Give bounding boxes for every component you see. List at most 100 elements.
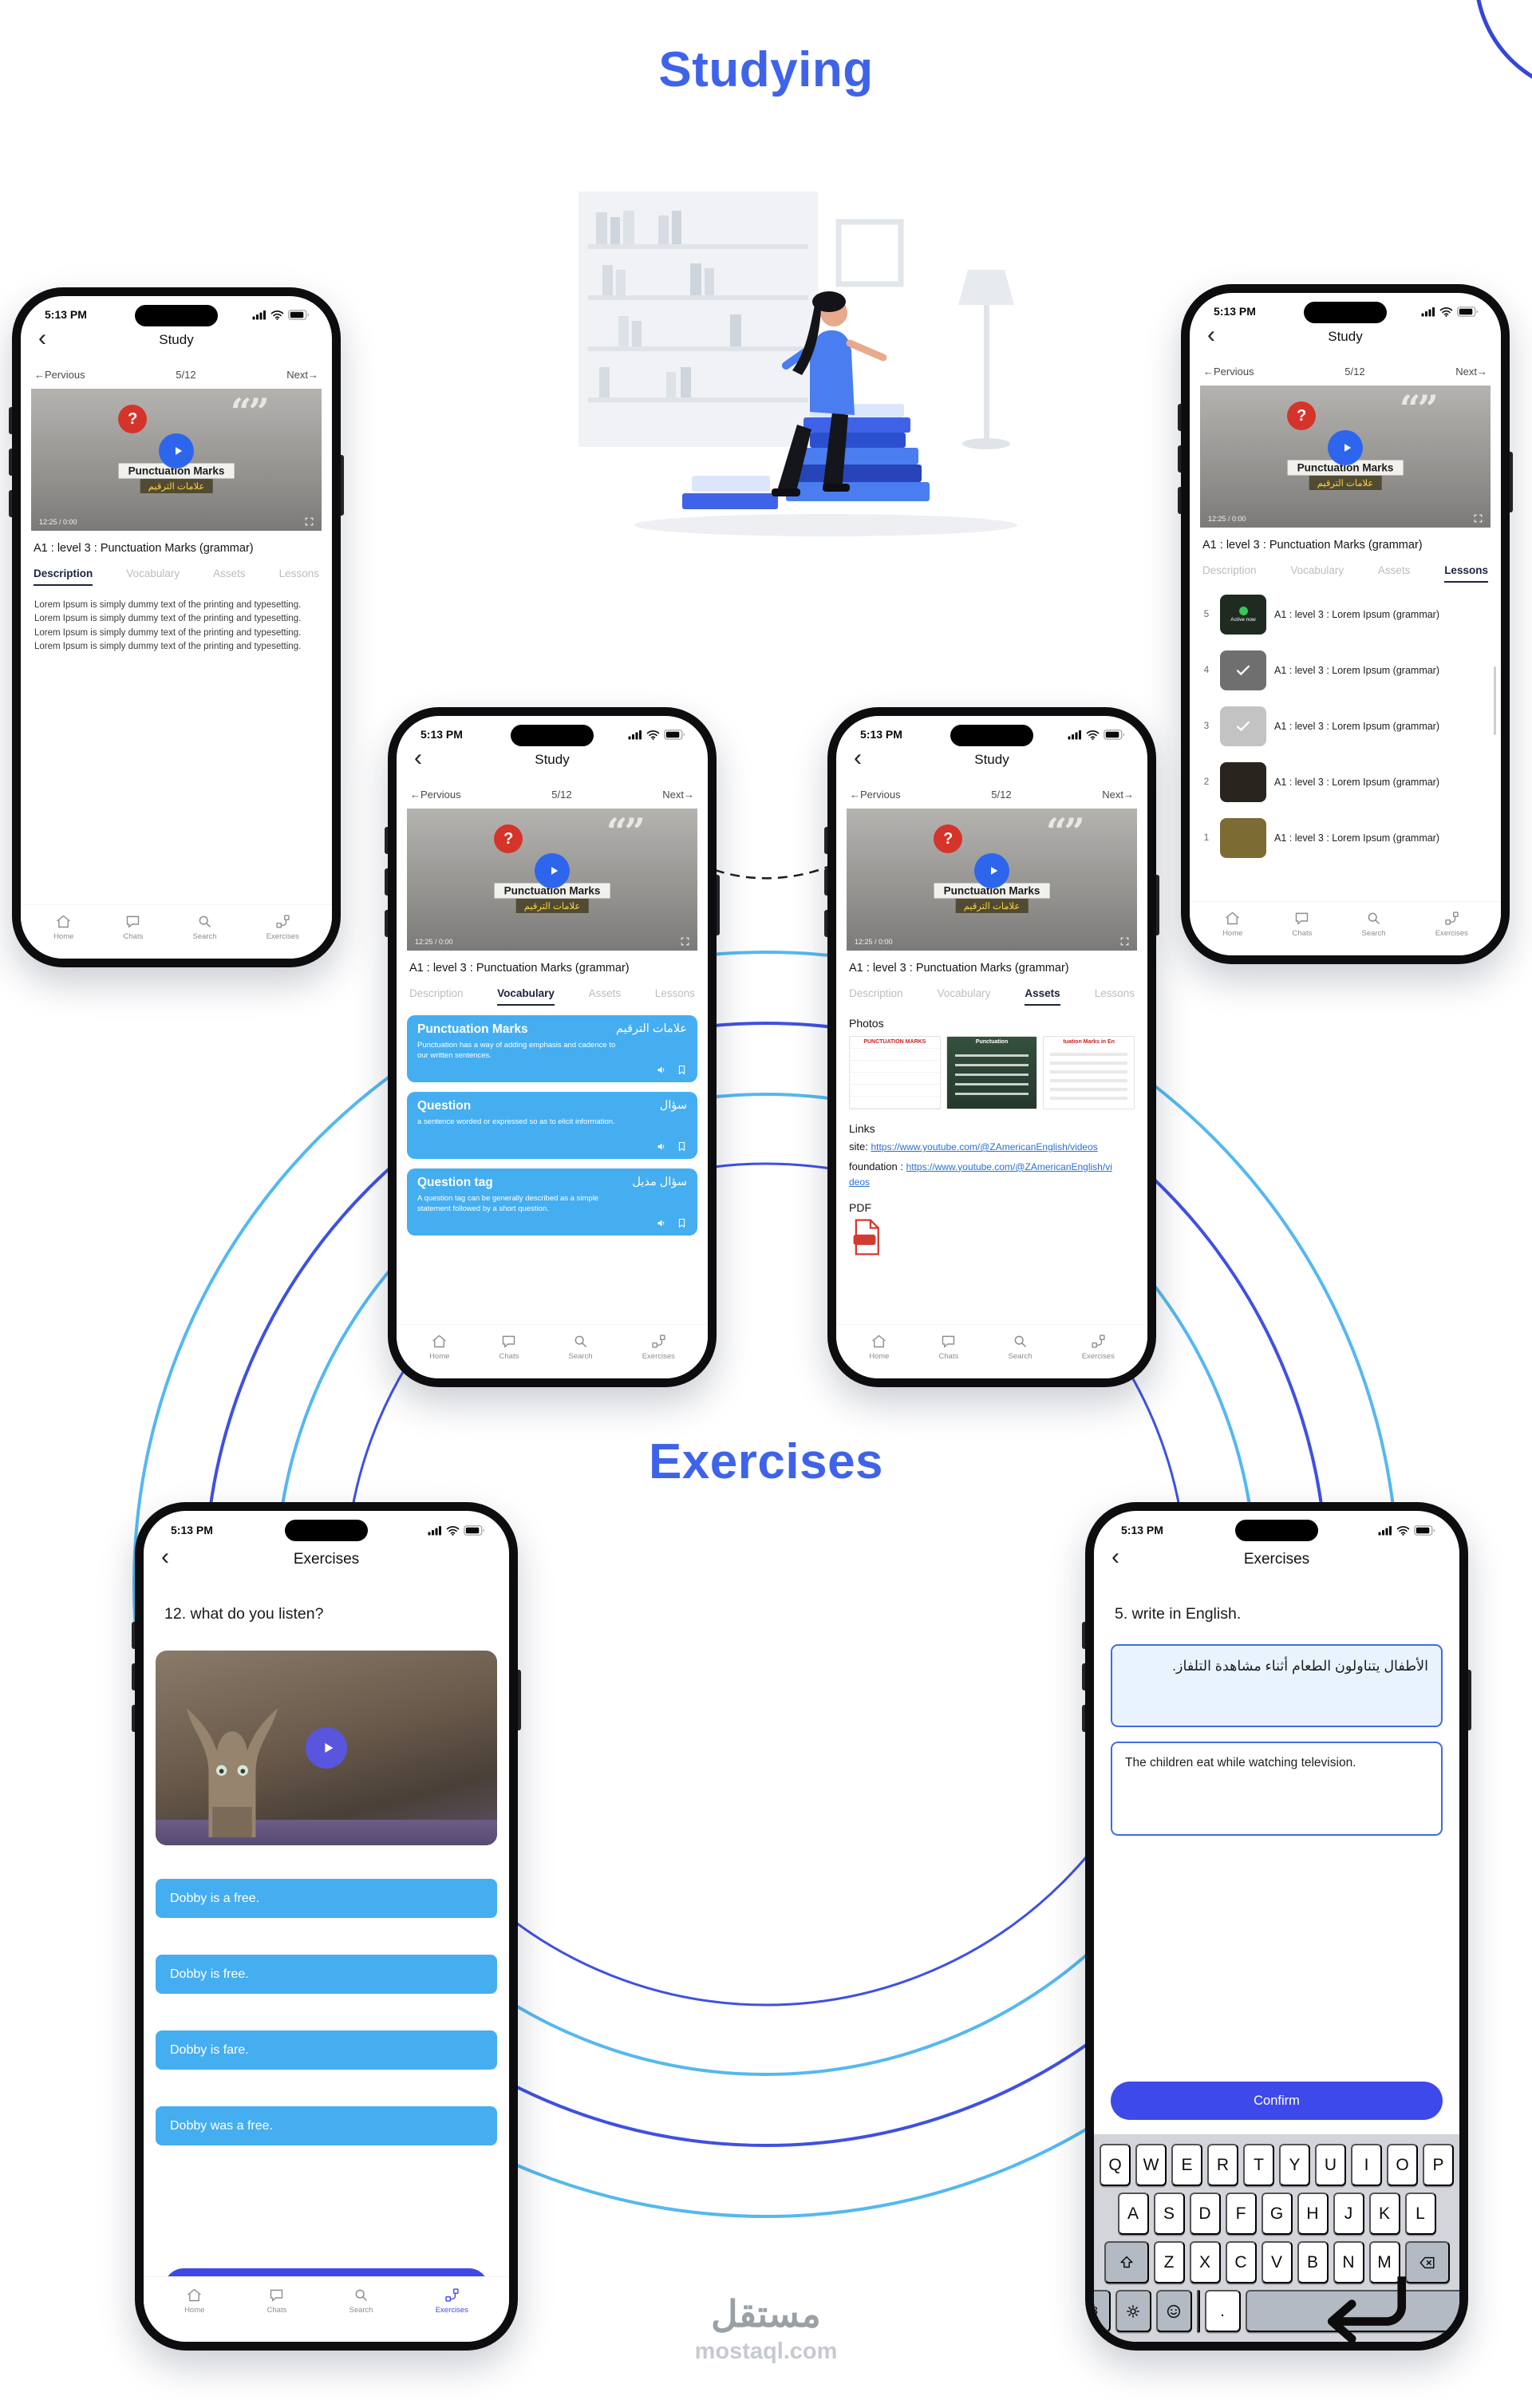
key[interactable]: T bbox=[1243, 2144, 1274, 2186]
lesson-item[interactable]: 1 A1 : level 3 : Lorem Ipsum (grammar) bbox=[1201, 813, 1490, 864]
photo-thumbnail[interactable]: tuation Marks in En bbox=[1043, 1036, 1135, 1109]
key[interactable]: S bbox=[1153, 2193, 1185, 2235]
nav-chats[interactable]: Chats bbox=[267, 2287, 286, 2315]
confirm-button[interactable]: Confirm bbox=[1111, 2082, 1443, 2120]
nav-exercises[interactable]: Exercises bbox=[1082, 1333, 1115, 1361]
tab-description[interactable]: Description bbox=[409, 987, 464, 999]
foundation-link[interactable]: https://www.youtube.com/@ZAmericanEnglis… bbox=[849, 1161, 1112, 1188]
back-icon[interactable]: ‹ bbox=[414, 745, 422, 771]
nav-search[interactable]: Search bbox=[192, 913, 217, 941]
answer-option[interactable]: Dobby was a free. bbox=[156, 2106, 497, 2145]
key[interactable]: J bbox=[1333, 2193, 1364, 2235]
key[interactable]: Q bbox=[1100, 2144, 1131, 2186]
vocab-card[interactable]: Question tag سؤال مذيل A question tag ca… bbox=[407, 1168, 697, 1236]
key[interactable]: M bbox=[1368, 2241, 1400, 2283]
bookmark-icon[interactable] bbox=[676, 1217, 688, 1229]
pdf-file-icon[interactable] bbox=[849, 1219, 884, 1255]
key[interactable]: C bbox=[1225, 2241, 1257, 2283]
next-button[interactable]: Next→ bbox=[662, 789, 694, 801]
nav-search[interactable]: Search bbox=[1008, 1333, 1033, 1361]
period-key[interactable]: . bbox=[1204, 2290, 1241, 2332]
tab-lessons[interactable]: Lessons bbox=[1094, 987, 1135, 999]
back-icon[interactable]: ‹ bbox=[161, 1544, 169, 1570]
play-button[interactable] bbox=[159, 433, 194, 469]
fullscreen-icon[interactable] bbox=[1473, 513, 1483, 524]
tab-vocabulary[interactable]: Vocabulary bbox=[1290, 564, 1344, 576]
tab-lessons[interactable]: Lessons bbox=[654, 987, 695, 999]
answer-option[interactable]: Dobby is free. bbox=[156, 1955, 497, 1994]
tab-assets[interactable]: Assets bbox=[1025, 987, 1060, 1006]
nav-home[interactable]: Home bbox=[869, 1333, 889, 1361]
key[interactable]: G bbox=[1261, 2193, 1293, 2235]
return-key[interactable] bbox=[1245, 2290, 1459, 2332]
key[interactable]: L bbox=[1404, 2193, 1436, 2235]
settings-key[interactable] bbox=[1115, 2290, 1151, 2332]
nav-home[interactable]: Home bbox=[184, 2287, 204, 2315]
video-player[interactable]: ? “” Punctuation Marks علامات الترقيم 12… bbox=[847, 809, 1137, 951]
nav-chats[interactable]: Chats bbox=[124, 913, 143, 941]
tab-description[interactable]: Description bbox=[1202, 564, 1257, 576]
answer-input[interactable]: The children eat while watching televisi… bbox=[1111, 1742, 1443, 1836]
space-key[interactable] bbox=[1196, 2290, 1200, 2332]
key[interactable]: B bbox=[1297, 2241, 1329, 2283]
key[interactable]: Z bbox=[1153, 2241, 1185, 2283]
site-link[interactable]: https://www.youtube.com/@ZAmericanEnglis… bbox=[871, 1141, 1098, 1153]
nav-chats[interactable]: Chats bbox=[939, 1333, 958, 1361]
key[interactable]: N bbox=[1333, 2241, 1364, 2283]
previous-button[interactable]: ←Pervious bbox=[1203, 366, 1254, 378]
nav-exercises[interactable]: Exercises bbox=[1435, 910, 1468, 938]
play-button[interactable] bbox=[1328, 430, 1363, 466]
key[interactable]: O bbox=[1387, 2144, 1418, 2186]
tab-description[interactable]: Description bbox=[849, 987, 903, 999]
back-icon[interactable]: ‹ bbox=[38, 325, 46, 351]
key[interactable]: I bbox=[1351, 2144, 1382, 2186]
nav-search[interactable]: Search bbox=[349, 2287, 373, 2315]
tab-description[interactable]: Description bbox=[34, 567, 93, 586]
play-button[interactable] bbox=[535, 853, 570, 889]
vocab-card[interactable]: Question سؤال a sentence worded or expre… bbox=[407, 1092, 697, 1159]
next-button[interactable]: Next→ bbox=[286, 369, 318, 381]
key[interactable]: R bbox=[1207, 2144, 1238, 2186]
back-icon[interactable]: ‹ bbox=[854, 745, 862, 771]
tab-vocabulary[interactable]: Vocabulary bbox=[126, 567, 180, 579]
speaker-icon[interactable] bbox=[656, 1217, 668, 1229]
lesson-item[interactable]: 3 A1 : level 3 : Lorem Ipsum (grammar) bbox=[1201, 701, 1490, 752]
vocab-card[interactable]: Punctuation Marks علامات الترقيم Punctua… bbox=[407, 1015, 697, 1082]
answer-option[interactable]: Dobby is fare. bbox=[156, 2030, 497, 2070]
key[interactable]: A bbox=[1117, 2193, 1149, 2235]
next-button[interactable]: Next→ bbox=[1102, 789, 1134, 801]
key[interactable]: P bbox=[1423, 2144, 1454, 2186]
play-button[interactable] bbox=[974, 853, 1009, 889]
video-player[interactable]: ? “” Punctuation Marks علامات الترقيم 12… bbox=[1200, 386, 1491, 528]
key[interactable]: E bbox=[1171, 2144, 1202, 2186]
nav-exercises[interactable]: Exercises bbox=[642, 1333, 675, 1361]
nav-search[interactable]: Search bbox=[1361, 910, 1386, 938]
shift-key[interactable] bbox=[1104, 2241, 1149, 2283]
nav-home[interactable]: Home bbox=[1222, 910, 1242, 938]
lesson-item[interactable]: 2 A1 : level 3 : Lorem Ipsum (grammar) bbox=[1201, 757, 1490, 808]
backspace-key[interactable] bbox=[1404, 2241, 1450, 2283]
scrollbar[interactable] bbox=[1494, 666, 1496, 735]
lesson-item[interactable]: 5 Active now A1 : level 3 : Lorem Ipsum … bbox=[1201, 589, 1490, 640]
key[interactable]: H bbox=[1297, 2193, 1329, 2235]
previous-button[interactable]: ←Pervious bbox=[850, 789, 901, 801]
video-player[interactable]: ? “” Punctuation Marks علامات الترقيم 12… bbox=[31, 389, 322, 531]
bookmark-icon[interactable] bbox=[676, 1064, 688, 1076]
previous-button[interactable]: ←Pervious bbox=[410, 789, 461, 801]
next-button[interactable]: Next→ bbox=[1455, 366, 1487, 378]
bookmark-icon[interactable] bbox=[676, 1141, 688, 1153]
key[interactable]: Y bbox=[1279, 2144, 1310, 2186]
previous-button[interactable]: ←Pervious bbox=[34, 369, 85, 381]
key[interactable]: U bbox=[1315, 2144, 1346, 2186]
speaker-icon[interactable] bbox=[656, 1064, 668, 1076]
key[interactable]: V bbox=[1261, 2241, 1293, 2283]
nav-search[interactable]: Search bbox=[568, 1333, 593, 1361]
tab-assets[interactable]: Assets bbox=[213, 567, 246, 579]
exercise-video[interactable] bbox=[156, 1651, 497, 1845]
tab-vocabulary[interactable]: Vocabulary bbox=[497, 987, 555, 1006]
speaker-icon[interactable] bbox=[656, 1141, 668, 1153]
key[interactable]: K bbox=[1368, 2193, 1400, 2235]
lesson-item[interactable]: 4 A1 : level 3 : Lorem Ipsum (grammar) bbox=[1201, 645, 1490, 696]
tab-assets[interactable]: Assets bbox=[588, 987, 622, 999]
nav-home[interactable]: Home bbox=[429, 1333, 449, 1361]
